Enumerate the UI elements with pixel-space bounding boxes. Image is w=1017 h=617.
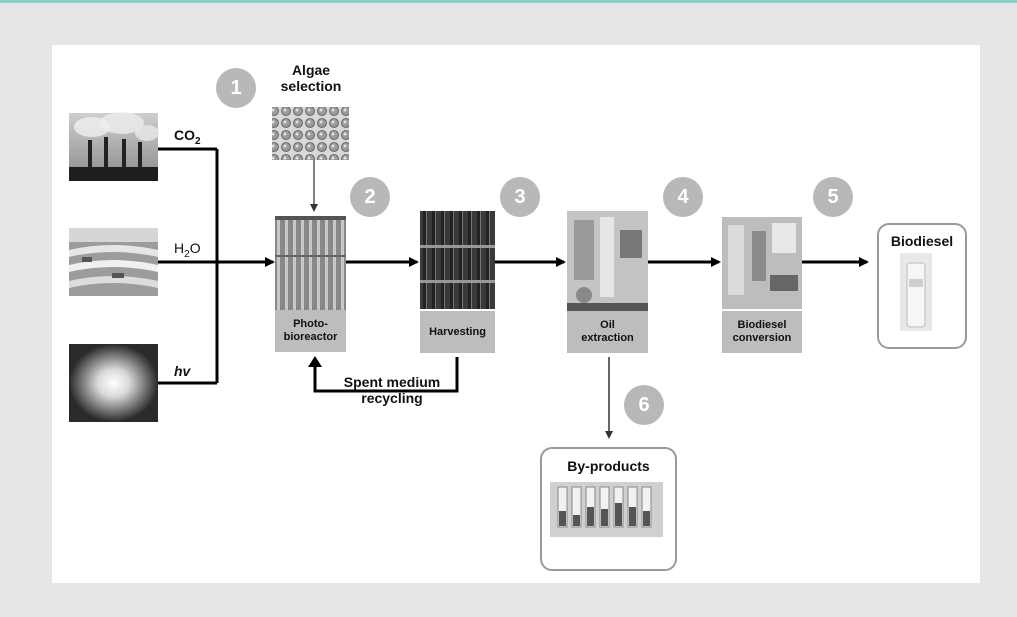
- h2o-label: H2O: [174, 240, 201, 260]
- step-4-badge: 4: [663, 177, 703, 217]
- light-label: hv: [174, 363, 191, 379]
- process-diagram: [69, 107, 932, 537]
- biodiesel-conversion-label: Biodiesel conversion: [722, 311, 802, 353]
- byproducts-output-box: By-products: [540, 447, 677, 571]
- photobioreactor-image: [275, 216, 346, 310]
- oil-extraction-image: [567, 211, 648, 311]
- biodiesel-output-box: Biodiesel: [877, 223, 967, 349]
- sunlight-image: [69, 344, 158, 422]
- byproducts-output-title: By-products: [567, 458, 650, 474]
- harvesting-image: [420, 211, 495, 309]
- input-lines: [158, 147, 219, 385]
- recycle-line: [313, 357, 459, 393]
- top-accent-line: [0, 0, 1017, 3]
- harvesting-label: Harvesting: [420, 311, 495, 353]
- step-1-badge: 1: [216, 68, 256, 108]
- algae-selection-image: [272, 107, 349, 160]
- algae-selection-label: Algae selection: [280, 62, 342, 94]
- step-3-badge: 3: [500, 177, 540, 217]
- photobioreactor-label: Photo- bioreactor: [275, 310, 346, 352]
- oil-extraction-label: Oil extraction: [567, 311, 648, 353]
- recycle-label: Spent medium recycling: [343, 374, 441, 406]
- biodiesel-output-title: Biodiesel: [890, 233, 954, 249]
- step-6-badge: 6: [624, 385, 664, 425]
- step-5-badge: 5: [813, 177, 853, 217]
- recycle-arrowhead: [308, 356, 322, 367]
- step-2-badge: 2: [350, 177, 390, 217]
- biodiesel-conversion-image: [722, 217, 802, 309]
- co2-label: CO2: [174, 127, 201, 147]
- diagram-panel: CO2 H2O hv Algae selection 1 2 3 4 5 6 P…: [52, 45, 980, 583]
- factory-image: [69, 112, 159, 181]
- water-ponds-image: [69, 228, 158, 296]
